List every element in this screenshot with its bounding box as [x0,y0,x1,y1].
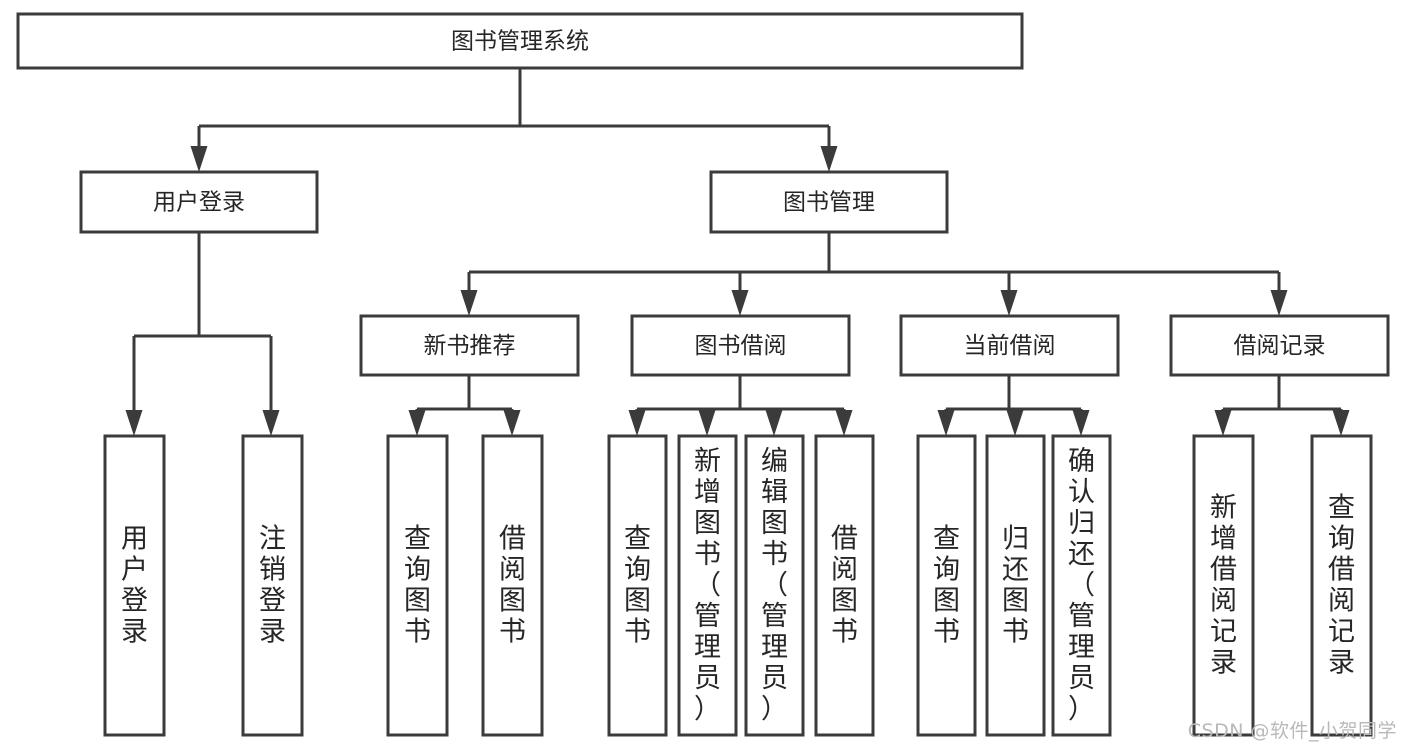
connector-arrowhead-icon [1270,290,1288,316]
connector-group-n2b [460,232,1288,316]
node-box[interactable] [709,170,949,234]
connector-group-n3a [408,375,521,436]
connector-arrowhead-icon [628,410,646,436]
node-label: 查询图书 [404,524,431,648]
node-l4[interactable]: 借阅图书 [481,434,544,737]
node-box[interactable] [386,434,449,737]
node-l11[interactable]: 确认归还（管理员） [1051,434,1112,737]
node-label: 查询图书 [624,524,651,648]
node-l2[interactable]: 注销登录 [241,434,304,737]
node-label: 新增图书（管理员） [694,446,721,725]
node-label: 编辑图书（管理员） [761,446,788,725]
node-l1[interactable]: 用户登录 [103,434,166,737]
node-l13[interactable]: 查询借阅记录 [1310,434,1373,737]
connector-arrowhead-icon [460,290,478,316]
connector-arrowhead-icon [503,410,521,436]
node-box[interactable] [1169,314,1390,377]
node-label: 新书推荐 [424,333,516,359]
node-box[interactable] [79,170,319,234]
connector-group-root [190,68,838,172]
node-layer: 图书管理系统用户登录图书管理新书推荐图书借阅当前借阅借阅记录用户登录注销登录查询… [16,12,1390,737]
connector-arrowhead-icon [731,290,749,316]
node-label: 用户登录 [121,524,148,648]
node-n3b[interactable]: 图书借阅 [630,314,851,377]
node-box[interactable] [814,434,875,737]
node-l9[interactable]: 查询图书 [916,434,977,737]
connector-arrowhead-icon [190,146,208,172]
node-n2b[interactable]: 图书管理 [709,170,949,234]
node-box[interactable] [985,434,1046,737]
csdn-watermark: CSDN @软件_小贺同学 [1187,720,1397,742]
node-l10[interactable]: 归还图书 [985,434,1046,737]
node-box[interactable] [899,314,1120,377]
connector-group-n3d [1214,375,1350,436]
node-root[interactable]: 图书管理系统 [16,12,1024,70]
node-box[interactable] [607,434,668,737]
node-label: 借阅图书 [499,524,526,648]
connector-arrowhead-icon [1214,410,1232,436]
connector-arrowhead-icon [408,410,426,436]
node-label: 当前借阅 [964,333,1056,359]
node-l8[interactable]: 借阅图书 [814,434,875,737]
node-label: 查询借阅记录 [1328,493,1355,679]
connector-arrowhead-icon [262,410,280,436]
connector-arrowhead-icon [1006,410,1024,436]
node-n3a[interactable]: 新书推荐 [359,314,580,377]
node-box[interactable] [241,434,304,737]
connector-arrowhead-icon [125,410,143,436]
node-label: 用户登录 [153,190,245,216]
node-label: 借阅记录 [1234,333,1326,359]
node-label: 查询图书 [933,524,960,648]
node-box[interactable] [677,434,738,737]
node-l12[interactable]: 新增借阅记录 [1192,434,1255,737]
node-label: 图书管理 [783,190,875,216]
node-label: 图书借阅 [695,333,787,359]
node-box[interactable] [481,434,544,737]
node-box[interactable] [1051,434,1112,737]
node-box[interactable] [630,314,851,377]
connector-group-n3c [937,375,1090,436]
node-box[interactable] [359,314,580,377]
connector-group-n3b [628,375,853,436]
connector-arrowhead-icon [765,410,783,436]
node-n3d[interactable]: 借阅记录 [1169,314,1390,377]
node-l6[interactable]: 新增图书（管理员） [677,434,738,737]
node-box[interactable] [1310,434,1373,737]
node-l5[interactable]: 查询图书 [607,434,668,737]
node-label: 注销登录 [259,524,286,648]
node-l7[interactable]: 编辑图书（管理员） [744,434,805,737]
connector-arrowhead-icon [1072,410,1090,436]
node-label: 归还图书 [1002,524,1029,648]
node-n2a[interactable]: 用户登录 [79,170,319,234]
node-box[interactable] [103,434,166,737]
connector-layer [125,68,1350,436]
node-label: 新增借阅记录 [1210,493,1237,679]
node-n3c[interactable]: 当前借阅 [899,314,1120,377]
node-box[interactable] [916,434,977,737]
node-label: 确认归还（管理员） [1068,446,1095,725]
connector-arrowhead-icon [698,410,716,436]
connector-arrowhead-icon [1000,290,1018,316]
node-box[interactable] [1192,434,1255,737]
connector-arrowhead-icon [937,410,955,436]
connector-arrowhead-icon [820,146,838,172]
node-label: 图书管理系统 [451,29,589,55]
node-box[interactable] [744,434,805,737]
connector-arrowhead-icon [1332,410,1350,436]
node-l3[interactable]: 查询图书 [386,434,449,737]
connector-arrowhead-icon [835,410,853,436]
connector-group-n2a [125,232,280,436]
node-label: 借阅图书 [831,524,858,648]
node-box[interactable] [16,12,1024,70]
